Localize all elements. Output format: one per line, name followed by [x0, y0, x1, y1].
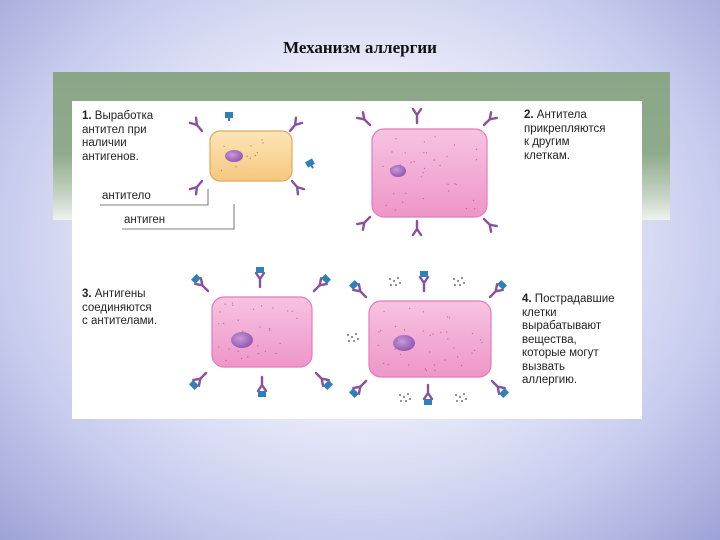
released-substance [346, 332, 360, 343]
nucleus-3 [231, 332, 253, 348]
antibody-antigen-complex [349, 379, 368, 398]
antibody [288, 116, 304, 133]
released-substance [454, 392, 468, 403]
antigen [305, 158, 315, 169]
cell-2 [371, 128, 488, 218]
step-2-number: 2. [524, 109, 534, 121]
step-3-text: Антигены соединяются с антителами. [82, 288, 158, 327]
released-substance [452, 276, 466, 287]
antibody-antigen-complex [418, 271, 430, 293]
antibody-antigen-complex [314, 371, 333, 390]
antibody [411, 107, 423, 125]
antibody [411, 219, 423, 237]
callout-antibody: антитело [102, 190, 151, 202]
antibody [188, 179, 204, 196]
nucleus-2 [390, 165, 406, 177]
antibody-antigen-complex [189, 371, 208, 390]
step-4-text: Пострадавшие клетки вырабатывают веществ… [522, 293, 615, 386]
antibody-antigen-complex [256, 375, 268, 397]
step-3-number: 3. [82, 288, 92, 300]
callout-antigen: антиген [124, 214, 166, 226]
antibody-antigen-complex [422, 383, 434, 405]
step-4-label: 4. Пострадавшие клетки вырабатывают веще… [522, 293, 615, 388]
antibody-antigen-complex [254, 267, 266, 289]
allergy-diagram [100, 107, 509, 405]
antigen [225, 112, 233, 121]
nucleus-1 [225, 150, 243, 162]
callout-antibody-line [100, 189, 209, 206]
antibody [188, 116, 204, 133]
cell-3 [211, 296, 313, 368]
antibody-antigen-complex [488, 280, 507, 299]
antibody-antigen-complex [312, 274, 331, 293]
antibody [482, 111, 498, 127]
step-2-text: Антитела прикрепляются к другим клеткам. [524, 109, 606, 162]
cell-1 [209, 130, 293, 182]
step-3-label: 3. Антигены соединяются с антителами. [82, 288, 157, 329]
released-substance [398, 392, 412, 403]
diagram-panel: 1. Выработка антител при наличии антиген… [72, 101, 642, 419]
slide-title: Механизм аллергии [283, 38, 437, 57]
step-2-label: 2. Антитела прикрепляются к другим клетк… [524, 109, 606, 163]
antibody [356, 111, 372, 127]
antibody-antigen-complex [349, 280, 368, 299]
antibody [356, 215, 372, 231]
antibody [482, 217, 498, 233]
cell-4 [368, 300, 492, 378]
step-1-text: Выработка антител при наличии антигенов. [82, 110, 154, 163]
antibody [290, 179, 306, 196]
released-substance [388, 276, 402, 287]
antibody-antigen-complex [191, 274, 210, 293]
step-1-label: 1. Выработка антител при наличии антиген… [82, 110, 153, 164]
callout-antigen-line [122, 204, 235, 230]
nucleus-4 [393, 335, 415, 351]
step-1-number: 1. [82, 110, 92, 122]
step-4-number: 4. [522, 293, 532, 305]
antibody-antigen-complex [490, 379, 509, 398]
